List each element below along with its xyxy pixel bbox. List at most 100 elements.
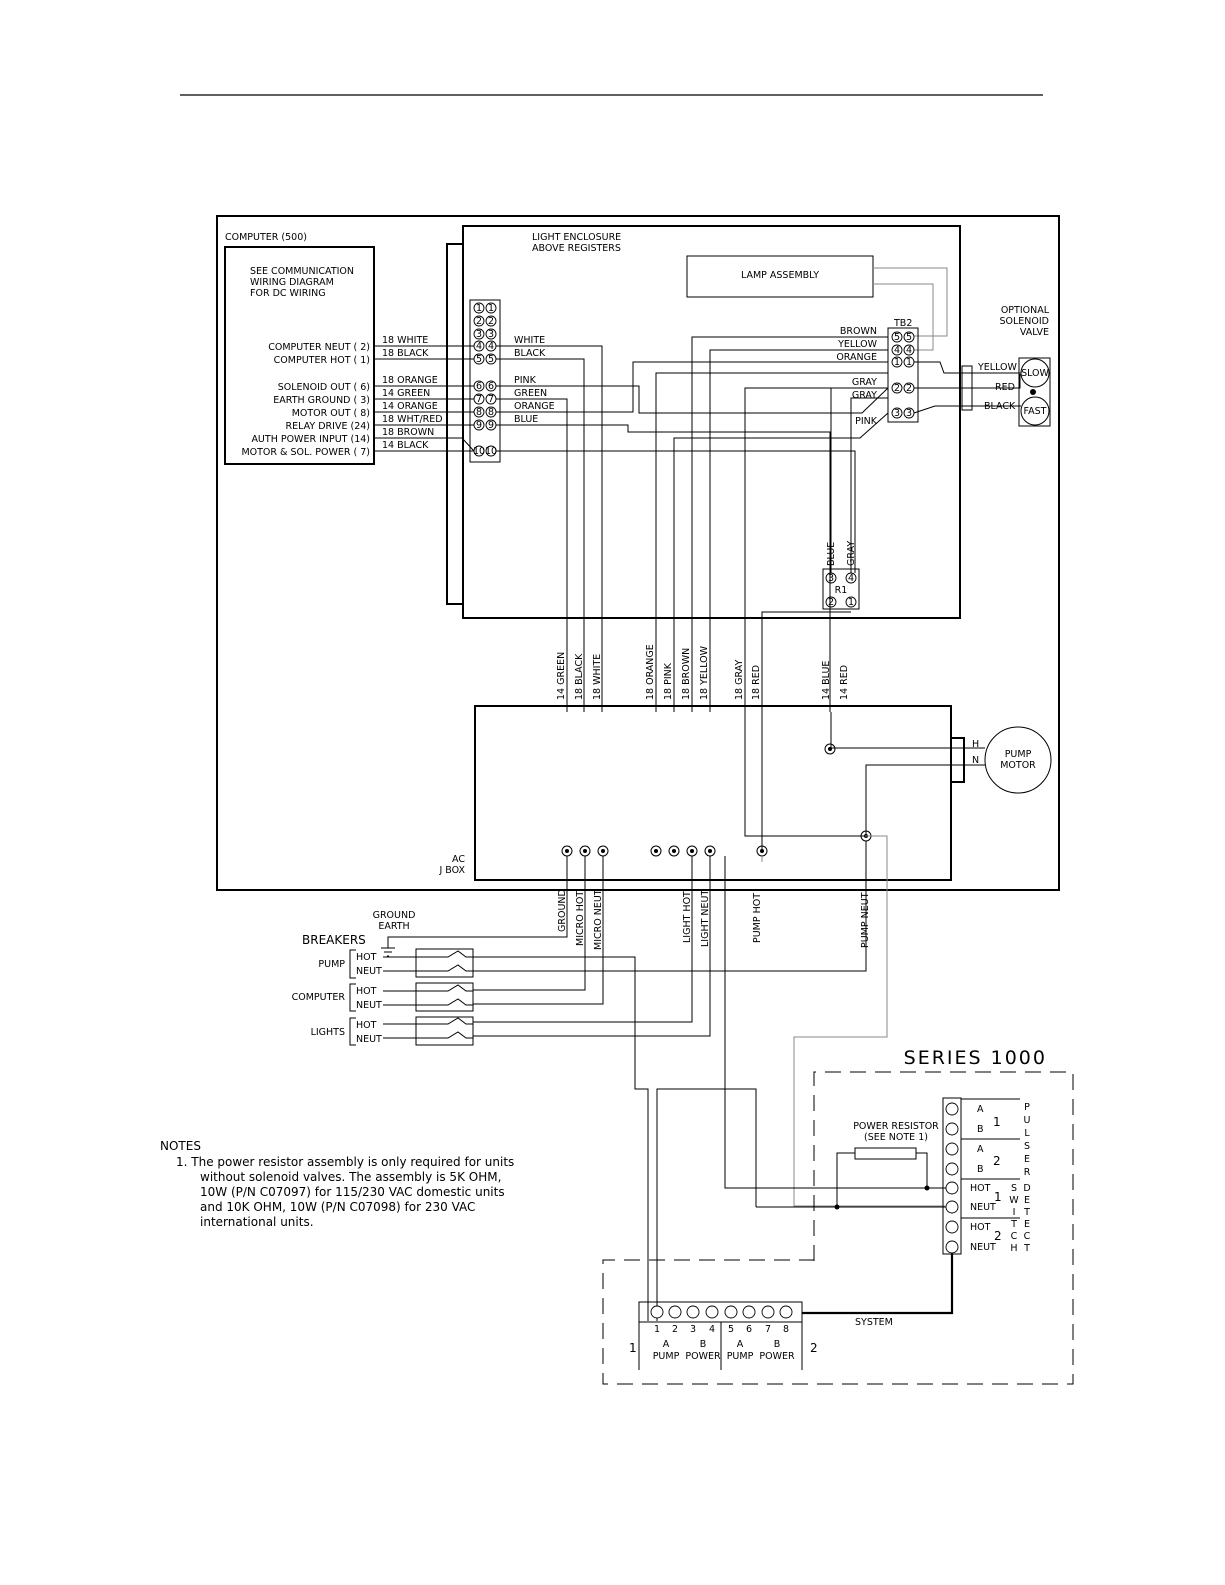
computer-box bbox=[224, 246, 375, 465]
pump-feed bbox=[473, 956, 866, 1321]
inner-wire-label: BLUE bbox=[514, 414, 538, 425]
vertical-wire-label: 18 RED bbox=[751, 665, 762, 700]
tb2-wire-label: BROWN bbox=[840, 326, 877, 337]
inner-wire-label: GREEN bbox=[514, 388, 547, 399]
breakers: GROUND EARTH BREAKERS PUMP COMPUTER LIGH… bbox=[292, 910, 866, 1321]
cabinet-frame bbox=[216, 215, 1060, 891]
breaker-neut: NEUT bbox=[356, 1000, 382, 1011]
bottom-letter: A bbox=[737, 1339, 744, 1350]
ac-jbox: AC J BOX PUMP MOTOR H N bbox=[438, 705, 1052, 881]
breaker-group-label: PUMP bbox=[318, 959, 345, 970]
inner-wire-label: WHITE bbox=[514, 335, 545, 346]
feed-wires bbox=[387, 841, 867, 1037]
wire-label: 18 BLACK bbox=[382, 348, 429, 359]
pulser-row: HOT bbox=[970, 1222, 991, 1233]
pulser-letter: L bbox=[1024, 1128, 1030, 1139]
feed-label: GROUND bbox=[557, 889, 568, 932]
r1-number: 1 bbox=[848, 597, 854, 608]
enclosure-wire bbox=[850, 397, 888, 573]
bottom-letter: B bbox=[774, 1339, 781, 1350]
terminal-number: 7 bbox=[476, 394, 482, 405]
power-resistor bbox=[854, 1147, 917, 1160]
series-1000: SERIES 1000 A B A B HOT NEUT HOT NEUT 1 … bbox=[602, 856, 1074, 1385]
breaker-computer bbox=[415, 982, 474, 1012]
feed-label: PUMP HOT bbox=[752, 893, 763, 943]
signal-label: SOLENOID OUT ( 6) bbox=[278, 382, 370, 393]
breaker-hot: HOT bbox=[356, 1020, 377, 1031]
motor-h: H bbox=[972, 739, 979, 750]
notes: NOTES 1. The power resistor assembly is … bbox=[160, 1139, 514, 1229]
r1-number: 3 bbox=[828, 573, 834, 584]
wire-label: 18 ORANGE bbox=[382, 375, 438, 386]
terminal-number: 8 bbox=[476, 407, 482, 418]
terminal-number: 5 bbox=[488, 354, 494, 365]
lamp-label: LAMP ASSEMBLY bbox=[741, 270, 819, 281]
pulser-group-number: 2 bbox=[994, 1229, 1002, 1243]
bottom-side-number: 1 bbox=[629, 1341, 637, 1355]
breaker-brackets bbox=[349, 949, 356, 1046]
pulser-group-number: 1 bbox=[993, 1115, 1001, 1129]
solenoid-wire-label: YELLOW bbox=[977, 362, 1018, 373]
ground-label: GROUND bbox=[373, 910, 416, 921]
fast-label: FAST bbox=[1024, 406, 1047, 417]
feed-label: MICRO HOT bbox=[575, 891, 586, 946]
feed-labels: GROUND MICRO HOT MICRO NEUT LIGHT HOT LI… bbox=[557, 889, 871, 950]
terminal-number: 2 bbox=[476, 316, 482, 327]
vertical-wire-label: 14 RED bbox=[839, 665, 850, 700]
terminal-number: 1 bbox=[476, 303, 482, 314]
solenoid-node bbox=[1030, 389, 1036, 395]
pulser-row: A bbox=[977, 1104, 984, 1115]
pulser-group-number: 1 bbox=[994, 1190, 1002, 1204]
light-enclosure: LIGHT ENCLOSURE ABOVE REGISTERS LAMP ASS… bbox=[446, 225, 961, 712]
pump-motor-label: MOTOR bbox=[1000, 760, 1036, 771]
bottom-word: POWER bbox=[759, 1351, 795, 1362]
vertical-wire-label: 18 PINK bbox=[663, 662, 674, 700]
tb2-wire-label: YELLOW bbox=[837, 339, 878, 350]
detect-letter: T bbox=[1023, 1207, 1030, 1218]
bottom-number: 5 bbox=[728, 1324, 734, 1335]
enclosure-bracket bbox=[446, 243, 463, 605]
breaker-contacts bbox=[426, 950, 473, 1039]
vertical-wire-labels: 14 GREEN 18 BLACK 18 WHITE 18 ORANGE 18 … bbox=[556, 644, 850, 700]
computer-block: COMPUTER (500) SEE COMMUNICATION WIRING … bbox=[224, 232, 475, 465]
tb2-wire-label: GRAY bbox=[852, 390, 877, 401]
resistor-leads bbox=[836, 1152, 928, 1207]
tb2-number: 4 bbox=[906, 345, 912, 356]
terminal-number: 8 bbox=[488, 407, 494, 418]
switch-letter: W bbox=[1009, 1195, 1019, 1206]
breaker-group-label: COMPUTER bbox=[292, 992, 346, 1003]
system-label: SYSTEM bbox=[855, 1317, 893, 1328]
tb2-number: 4 bbox=[894, 345, 900, 356]
bottom-number: 6 bbox=[746, 1324, 752, 1335]
breaker-lights bbox=[415, 1016, 474, 1046]
pulser-row: B bbox=[977, 1164, 984, 1175]
terminal-number: 4 bbox=[488, 341, 494, 352]
feed-label: MICRO NEUT bbox=[593, 889, 604, 950]
pulser-letter: E bbox=[1024, 1154, 1030, 1165]
pulser-group-number: 2 bbox=[993, 1154, 1001, 1168]
tb2-wire-label: GRAY bbox=[852, 377, 877, 388]
terminal-block bbox=[469, 299, 501, 463]
solenoid-valve: OPTIONAL SOLENOID VALVE SLOW FAST YELLOW… bbox=[913, 305, 1051, 427]
tb2-number: 2 bbox=[894, 383, 900, 394]
terminal-number: 10 bbox=[473, 446, 485, 457]
computer-title: COMPUTER (500) bbox=[225, 232, 307, 243]
pulser-row: A bbox=[977, 1144, 984, 1155]
bottom-number: 3 bbox=[690, 1324, 696, 1335]
bottom-number: 4 bbox=[709, 1324, 715, 1335]
bottom-number: 1 bbox=[654, 1324, 660, 1335]
feed-wire-gray bbox=[761, 835, 945, 1207]
note-line: 1. The power resistor assembly is only r… bbox=[176, 1155, 514, 1169]
tb2-number: 1 bbox=[894, 357, 900, 368]
terminal-number: 9 bbox=[476, 420, 482, 431]
terminal-number: 6 bbox=[476, 381, 482, 392]
breaker-leads bbox=[383, 956, 426, 1039]
pulser-terminals bbox=[945, 1102, 959, 1254]
bottom-number: 8 bbox=[783, 1324, 789, 1335]
tb2-number: 3 bbox=[906, 408, 912, 419]
tb2-wire-label: ORANGE bbox=[836, 352, 877, 363]
switch-letter: C bbox=[1011, 1231, 1018, 1242]
solenoid-box bbox=[1018, 357, 1051, 427]
motor-n: N bbox=[972, 755, 979, 766]
